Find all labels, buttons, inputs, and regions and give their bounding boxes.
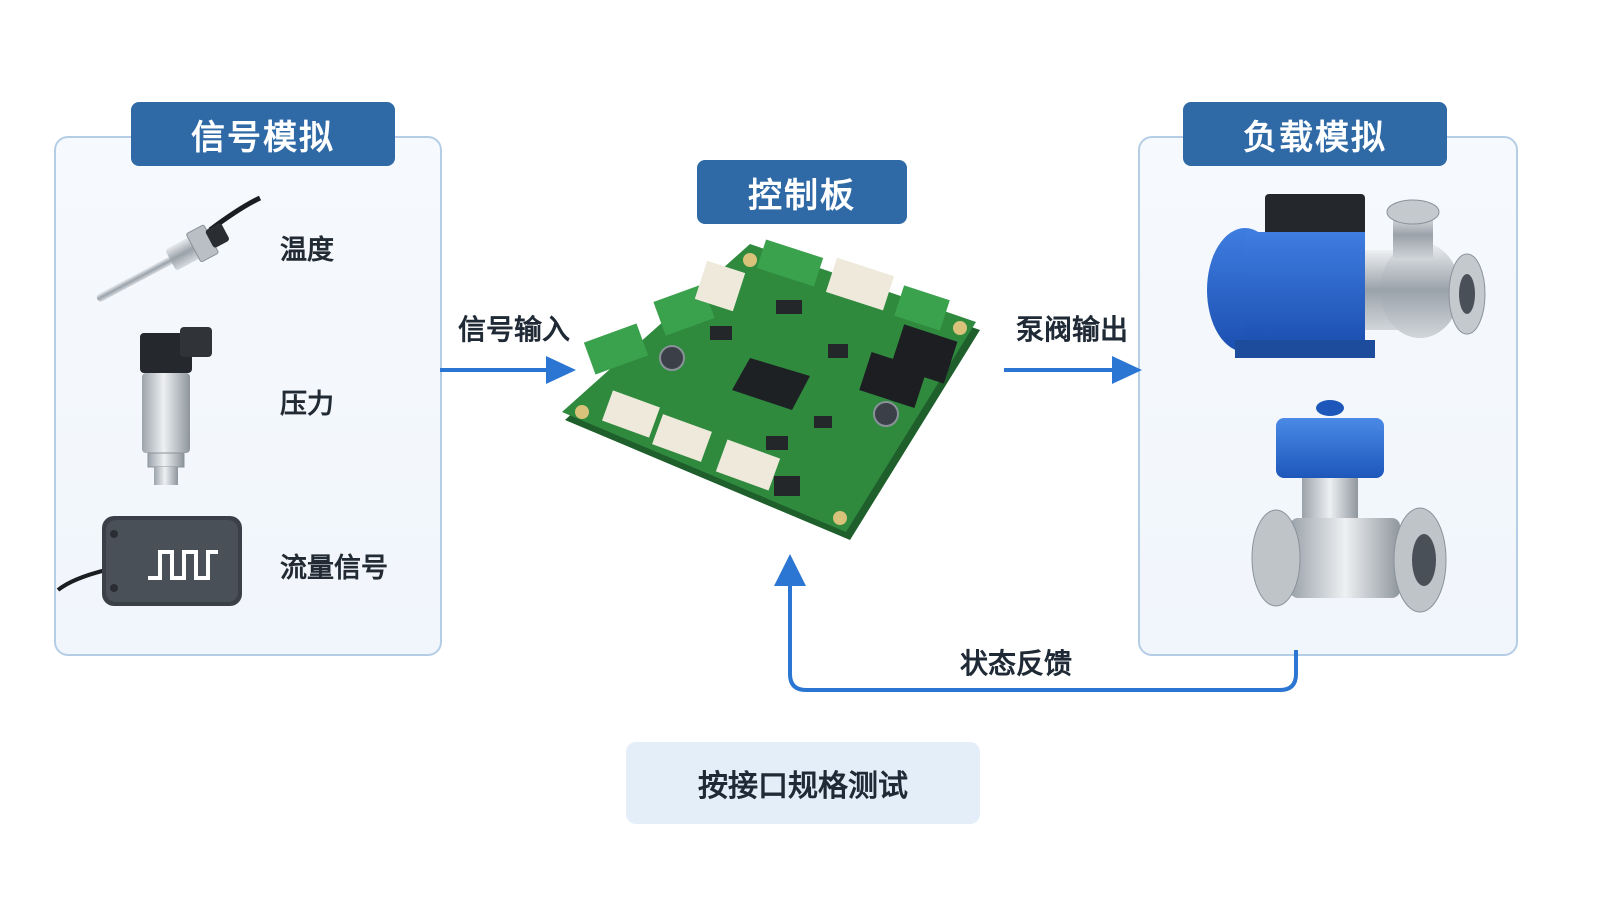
pump-icon	[1207, 194, 1486, 358]
status-feedback-arrow	[774, 554, 1298, 692]
signal-panel-title: 信号模拟	[131, 102, 395, 166]
control-board-title: 控制板	[697, 160, 907, 224]
signal-input-label: 信号输入	[458, 313, 571, 346]
pump-valve-output-label: 泵阀输出	[1016, 313, 1129, 346]
temperature-probe-icon	[96, 195, 262, 302]
valve-icon	[1251, 400, 1447, 613]
load-panel-title: 负载模拟	[1183, 102, 1447, 166]
flow-pulse-box-icon	[56, 516, 242, 606]
signal-item-flow: 流量信号	[280, 553, 388, 584]
pcb-board-icon	[562, 239, 980, 540]
test-by-interface-spec-box: 按接口规格测试	[626, 742, 980, 824]
signal-item-temperature: 温度	[280, 235, 334, 266]
signal-item-pressure: 压力	[280, 389, 334, 420]
pump-valve-output-arrow	[1004, 356, 1142, 384]
pressure-transmitter-icon	[140, 327, 212, 485]
signal-input-arrow	[440, 356, 576, 384]
status-feedback-label: 状态反馈	[960, 647, 1073, 680]
